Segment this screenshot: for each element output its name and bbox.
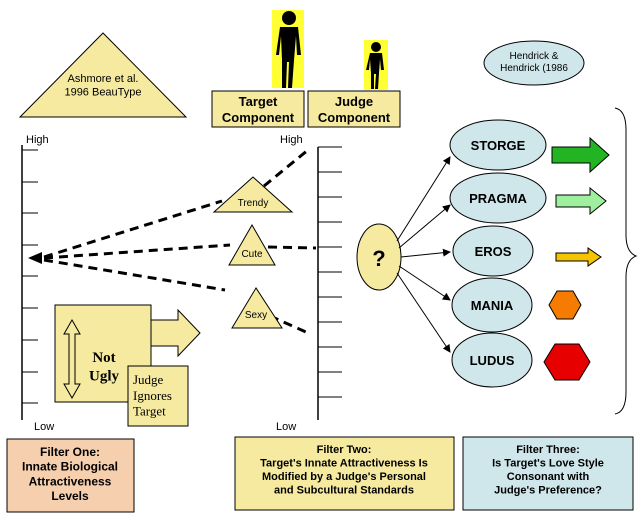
double-arrow-icon	[63, 318, 81, 400]
eros-arrow-icon	[555, 247, 602, 267]
ludus-hexagon-icon	[543, 343, 591, 381]
love-style-eros	[452, 225, 534, 277]
love-style-storge	[449, 119, 547, 171]
filter-three-box	[462, 436, 634, 511]
mid-scale-ticks	[318, 146, 342, 398]
love-style-eros-label: EROS	[475, 244, 512, 259]
mid-scale-low: Low	[276, 421, 296, 433]
hendrick-ellipse	[483, 40, 585, 86]
judge-component-box	[307, 90, 401, 128]
left-scale-low: Low	[34, 421, 54, 433]
filter-two-label: Filter Two:Target's Innate Attractivenes…	[260, 444, 428, 496]
left-scale-ticks	[22, 149, 38, 404]
love-style-ludus-label: LUDUS	[470, 353, 515, 368]
triangle-trendy-label: Trendy	[238, 198, 269, 209]
judge-silhouette-icon	[366, 42, 384, 89]
love-style-pragma	[449, 172, 547, 224]
right-brace	[614, 107, 638, 415]
mid-scale-high: High	[280, 134, 303, 146]
triangle-sexy	[231, 287, 283, 329]
storge-arrow-icon	[551, 136, 610, 174]
love-style-ludus	[451, 332, 533, 388]
target-silhouette-icon	[276, 11, 301, 88]
ashmore-label: Ashmore et al.1996 BeauType	[64, 73, 141, 98]
triangle-cute	[228, 223, 276, 266]
dashed-connectors	[43, 148, 317, 334]
pragma-arrow-icon	[555, 186, 607, 216]
love-style-pragma-label: PRAGMA	[469, 191, 527, 206]
left-pointer-arrow	[28, 252, 42, 264]
triangle-trendy	[212, 176, 294, 213]
love-style-storge-label: STORGE	[471, 138, 526, 153]
love-style-mania-label: MANIA	[471, 298, 514, 313]
love-style-mania	[451, 277, 533, 333]
right-block-arrow-icon	[150, 308, 201, 358]
ashmore-triangle	[18, 32, 188, 118]
judge-ignores-box	[127, 365, 189, 427]
mania-hexagon-icon	[548, 290, 582, 320]
left-scale-high: High	[26, 134, 49, 146]
triangle-cute-label: Cute	[241, 249, 263, 260]
hendrick-label: Hendrick &Hendrick (1986	[500, 51, 568, 74]
question-mark: ?	[372, 246, 385, 271]
fan-arrows	[396, 156, 451, 353]
target-component-box	[211, 90, 305, 128]
filter-one-box	[6, 438, 135, 513]
filter-two-box	[234, 436, 455, 511]
triangle-sexy-label: Sexy	[245, 310, 267, 321]
